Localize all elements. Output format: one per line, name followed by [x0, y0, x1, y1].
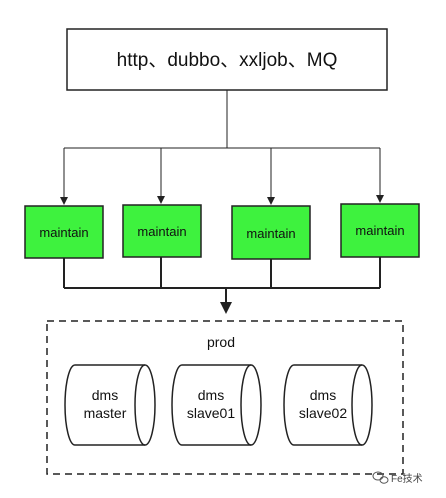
maintain-label: maintain: [355, 223, 404, 238]
sources-box: http、dubbo、xxljob、MQ: [66, 28, 388, 91]
db-name-line2: slave01: [187, 405, 235, 421]
merge-connectors: [63, 257, 381, 314]
maintain-label: maintain: [39, 225, 88, 240]
maintain-label: maintain: [246, 226, 295, 241]
sources-label: http、dubbo、xxljob、MQ: [117, 50, 338, 71]
maintain-node-3: maintain: [231, 205, 311, 260]
watermark: Fe技术: [372, 471, 423, 485]
db-slave02: dms slave02: [283, 364, 373, 446]
db-name-line2: slave02: [299, 405, 347, 421]
prod-label: prod: [207, 334, 235, 350]
maintain-node-1: maintain: [24, 205, 104, 259]
maintain-label: maintain: [137, 224, 186, 239]
maintain-node-4: maintain: [340, 203, 420, 258]
wechat-icon: [372, 471, 389, 484]
db-name-line1: dms: [310, 387, 336, 403]
db-name-line2: master: [84, 405, 127, 421]
db-slave01: dms slave01: [171, 364, 262, 446]
db-master: dms master: [64, 364, 156, 446]
maintain-node-2: maintain: [122, 204, 202, 258]
watermark-text: Fe技术: [391, 472, 423, 485]
db-name-line1: dms: [198, 387, 224, 403]
fanout-connectors: [60, 90, 384, 205]
prod-container: prod: [46, 320, 404, 475]
db-name-line1: dms: [92, 387, 118, 403]
